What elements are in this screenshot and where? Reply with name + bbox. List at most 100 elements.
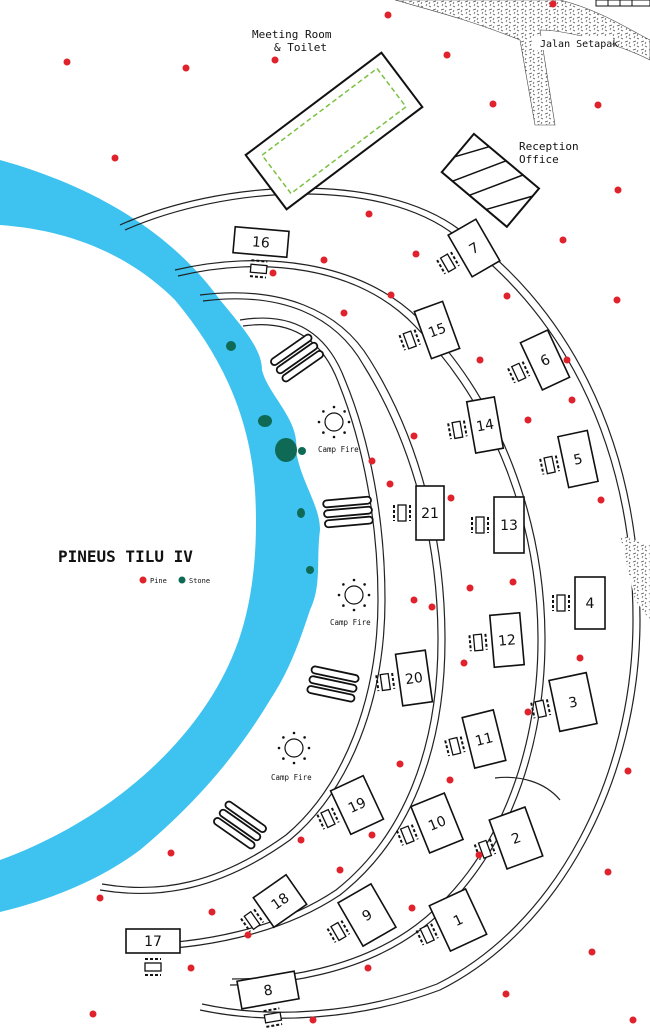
pine-tree [410, 432, 418, 440]
pine-tree [597, 496, 605, 504]
tent-21: 21 [415, 485, 445, 541]
picnic-table-icon [395, 824, 419, 846]
tent-6-outline [519, 329, 571, 391]
tent-10-number: 10 [426, 813, 449, 835]
legend-pine-label: Pine [150, 577, 167, 585]
pine-trees [63, 0, 637, 1024]
pine-tree [96, 894, 104, 902]
picnic-table-icon [530, 699, 552, 719]
tent-4-number: 4 [586, 596, 595, 612]
lakeside-bench [322, 495, 374, 529]
path-label-box [532, 36, 612, 50]
pine-tree [410, 596, 418, 604]
tent-16: 16 [232, 225, 290, 259]
pine-tree [309, 1016, 317, 1024]
stone [298, 447, 306, 455]
reception-label-1: Reception [519, 140, 579, 153]
tent-13: 13 [493, 496, 525, 554]
tent-11-number: 11 [474, 730, 495, 750]
tent-5-number: 5 [572, 451, 584, 469]
pine-tree [629, 1016, 637, 1024]
pine-tree [89, 1010, 97, 1018]
pine-tree [320, 256, 328, 264]
pine-tree [364, 964, 372, 972]
pine-tree [408, 904, 416, 912]
tent-18-outline [252, 873, 308, 929]
picnic-table-icon [447, 420, 468, 440]
picnic-table-icon [415, 923, 439, 946]
picnic-table-icon [144, 958, 162, 976]
tent-1-outline [428, 887, 488, 953]
pine-tree [396, 760, 404, 768]
meeting-room [244, 51, 424, 211]
pine-tree [340, 309, 348, 317]
tent-2: 2 [488, 806, 544, 870]
tent-7-outline [447, 218, 501, 278]
tent-9: 9 [336, 882, 398, 948]
picnic-table-icon [240, 908, 265, 933]
pine-tree [271, 56, 279, 64]
tent-21-outline [415, 485, 445, 541]
tent-13-number: 13 [500, 518, 518, 534]
pine-tree [167, 849, 175, 857]
benches [144, 251, 570, 1028]
pine-tree [524, 416, 532, 424]
tent-5-outline [556, 429, 600, 489]
lakeside-bench [213, 800, 267, 850]
pine-tree [460, 659, 468, 667]
tent-12: 12 [488, 611, 526, 669]
tent-7: 7 [447, 218, 501, 278]
pine-tree [297, 836, 305, 844]
pine-tree [412, 250, 420, 258]
tent-14-number: 14 [475, 417, 495, 436]
tent-12-outline [488, 611, 526, 669]
lakeside-bench [306, 665, 360, 703]
pine-tree [613, 296, 621, 304]
tent-20-outline [394, 649, 434, 707]
tent-12-number: 12 [498, 632, 517, 649]
pine-tree [524, 708, 532, 716]
picnic-table-icon [552, 594, 570, 612]
tent-14: 14 [465, 396, 505, 454]
pine-tree [466, 584, 474, 592]
pine-tree [182, 64, 190, 72]
pine-tree [549, 0, 557, 8]
pine-tree [368, 457, 376, 465]
pine-tree [594, 101, 602, 109]
picnic-table-icon [398, 329, 421, 351]
tent-10-outline [409, 792, 465, 854]
reception-label-2: Office [519, 153, 559, 166]
pine-tree [614, 186, 622, 194]
stone [275, 438, 297, 462]
pine-tree [576, 654, 584, 662]
meeting-room-label-2: & Toilet [274, 41, 327, 54]
pine-tree [269, 269, 277, 277]
camp-fire-label: Camp Fire [271, 773, 312, 782]
pine-tree [387, 291, 395, 299]
pine-tree [386, 480, 394, 488]
camp-fire-label: Camp Fire [330, 618, 371, 627]
tent-4-outline [574, 576, 606, 630]
picnic-table-icon [263, 1007, 283, 1028]
picnic-table-icon [249, 259, 268, 279]
pine-tree [509, 578, 517, 586]
tent-16-outline [232, 225, 290, 259]
lake [0, 160, 320, 912]
tent-17-number: 17 [144, 934, 162, 950]
pine-tree [604, 868, 612, 876]
tent-5: 5 [556, 429, 600, 489]
tent-6: 6 [519, 329, 571, 391]
picnic-table-icon [468, 633, 488, 652]
campfire-icon [344, 585, 364, 605]
tent-3-outline [548, 671, 598, 733]
pine-tree [208, 908, 216, 916]
picnic-table-icon [444, 736, 466, 757]
tent-14-outline [465, 396, 505, 454]
pine-tree [476, 356, 484, 364]
pine-tree [368, 831, 376, 839]
pine-tree [502, 990, 510, 998]
tent-3-number: 3 [567, 694, 579, 712]
